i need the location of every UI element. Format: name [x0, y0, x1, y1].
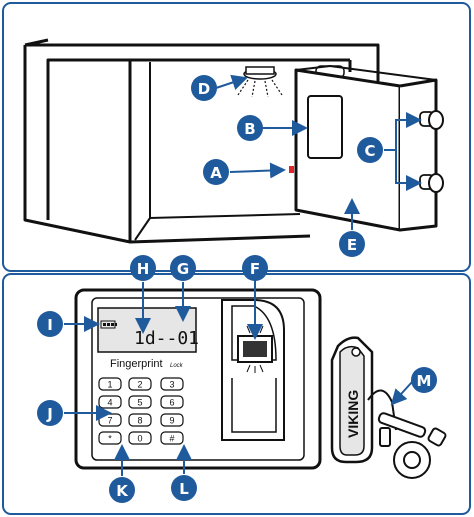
callout-badge-c: C — [357, 137, 383, 163]
callout-badge-m: M — [411, 367, 437, 393]
keypad-key-label: 9 — [169, 416, 174, 426]
svg-text:M: M — [417, 372, 432, 390]
svg-text:C: C — [364, 142, 375, 160]
key-tag-brand: VIKING — [345, 390, 361, 438]
callout-badge-d: D — [191, 75, 217, 101]
svg-text:F: F — [250, 260, 260, 278]
callout-badge-b: B — [237, 115, 263, 141]
bottom-panel-frame — [2, 273, 471, 515]
key-tag — [330, 336, 374, 464]
door-sensor-indicator — [289, 166, 294, 173]
key-icon — [367, 389, 447, 479]
callout-badge-l: L — [171, 475, 197, 501]
locking-bolts — [419, 110, 444, 193]
keypad-key-0[interactable]: 0 — [128, 431, 152, 445]
safe-cavity — [134, 62, 301, 241]
keypad-key-9[interactable]: 9 — [160, 413, 184, 427]
callout-badge-g: G — [170, 255, 196, 281]
fingerprint-slot — [231, 378, 277, 433]
battery-icon — [100, 320, 117, 329]
svg-text:D: D — [198, 80, 210, 98]
lock-label: Lock — [170, 363, 184, 369]
keypad-key-5[interactable]: 5 — [128, 395, 152, 409]
svg-text:B: B — [244, 120, 255, 138]
keypad-key-1[interactable]: 1 — [98, 377, 122, 391]
svg-text:I: I — [47, 316, 53, 334]
keypad-key-label: # — [169, 434, 174, 444]
callout-badge-i: I — [37, 311, 63, 337]
keypad-key-4[interactable]: 4 — [98, 395, 122, 409]
keypad-key-6[interactable]: 6 — [160, 395, 184, 409]
keypad-key-label: 5 — [137, 398, 142, 408]
svg-text:E: E — [347, 236, 357, 254]
keypad-key-3[interactable]: 3 — [160, 377, 184, 391]
light-icon — [237, 66, 283, 98]
callout-badge-f: F — [242, 255, 268, 281]
svg-text:J: J — [46, 405, 53, 423]
callout-badge-k: K — [109, 477, 135, 503]
keypad-key-label: 8 — [137, 416, 142, 426]
svg-text:K: K — [116, 482, 129, 500]
keypad-key-label: 0 — [137, 434, 142, 444]
keypad-key-hash[interactable]: # — [160, 431, 184, 445]
keypad-key-2[interactable]: 2 — [128, 377, 152, 391]
keypad-key-label: 4 — [107, 398, 112, 408]
keypad-key-label: 2 — [137, 380, 142, 390]
callout-leaders — [64, 74, 422, 476]
keypad-key-8[interactable]: 8 — [128, 413, 152, 427]
keypad-key-star[interactable]: * — [98, 431, 122, 445]
keypad-key-label: 1 — [107, 380, 112, 390]
keypad-keys: 1 2 3 4 5 6 7 8 9 * 0 # — [98, 377, 184, 445]
brand-label: Fingerprint — [110, 358, 163, 370]
keypad-key-label: 7 — [107, 416, 112, 426]
keypad-key-7[interactable]: 7 — [98, 413, 122, 427]
callout-badge-j: J — [37, 400, 63, 426]
svg-text:H: H — [137, 260, 150, 278]
callout-badge-h: H — [130, 255, 156, 281]
callout-badge-e: E — [339, 231, 365, 257]
top-panel-frame — [2, 2, 471, 272]
keypad-key-label: 6 — [169, 398, 174, 408]
callout-badge-a: A — [203, 159, 229, 185]
svg-text:A: A — [210, 164, 222, 182]
svg-text:L: L — [179, 480, 189, 498]
keypad-key-label: * — [108, 434, 112, 444]
keypad-key-label: 3 — [169, 380, 174, 390]
svg-text:G: G — [177, 260, 189, 278]
